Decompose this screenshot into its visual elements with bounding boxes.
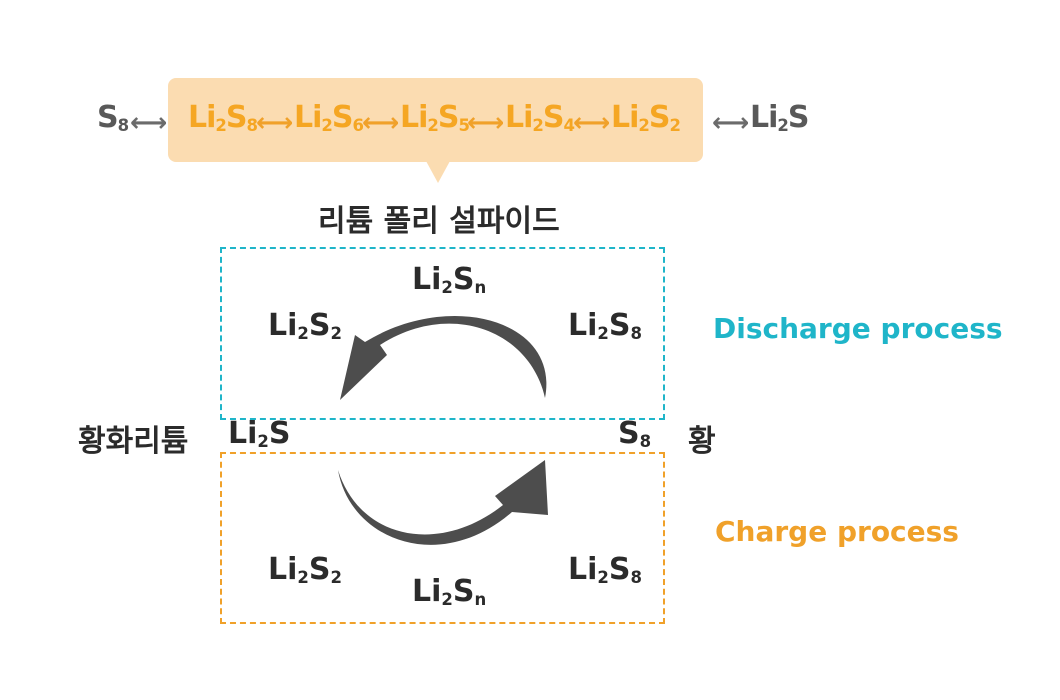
lithium-sulfide-name: 황화리튬 — [78, 424, 189, 459]
middle-s8: S8 — [618, 416, 652, 452]
chain-start-s8: S8 — [97, 100, 129, 136]
sulfur-name: 황 — [688, 424, 716, 459]
charge-box — [220, 452, 665, 624]
charge-li2s8: Li2S8 — [568, 552, 642, 588]
chain-li2s8: Li2S8 — [188, 100, 258, 136]
chain-li2s5: Li2S5 — [400, 100, 470, 136]
discharge-arrow-icon — [340, 316, 547, 400]
bubble-tail — [426, 161, 450, 183]
charge-arrow-icon — [338, 460, 548, 545]
discharge-li2s8: Li2S8 — [568, 308, 642, 344]
charge-li2sn: Li2Sn — [412, 574, 487, 610]
chain-li2s6: Li2S6 — [294, 100, 364, 136]
chain-li2s2: Li2S2 — [611, 100, 681, 136]
discharge-li2sn: Li2Sn — [412, 262, 487, 298]
discharge-li2s2: Li2S2 — [268, 308, 342, 344]
chain-end-li2s: Li2S — [750, 100, 809, 136]
charge-li2s2: Li2S2 — [268, 552, 342, 588]
charge-process-label: Charge process — [715, 515, 959, 548]
polysulfide-bubble — [168, 78, 703, 162]
chain-li2s4: Li2S4 — [505, 100, 575, 136]
bubble-caption: 리튬 폴리 설파이드 — [318, 204, 560, 239]
discharge-process-label: Discharge process — [713, 312, 1003, 345]
middle-li2s: Li2S — [228, 416, 291, 452]
discharge-box — [220, 247, 665, 420]
